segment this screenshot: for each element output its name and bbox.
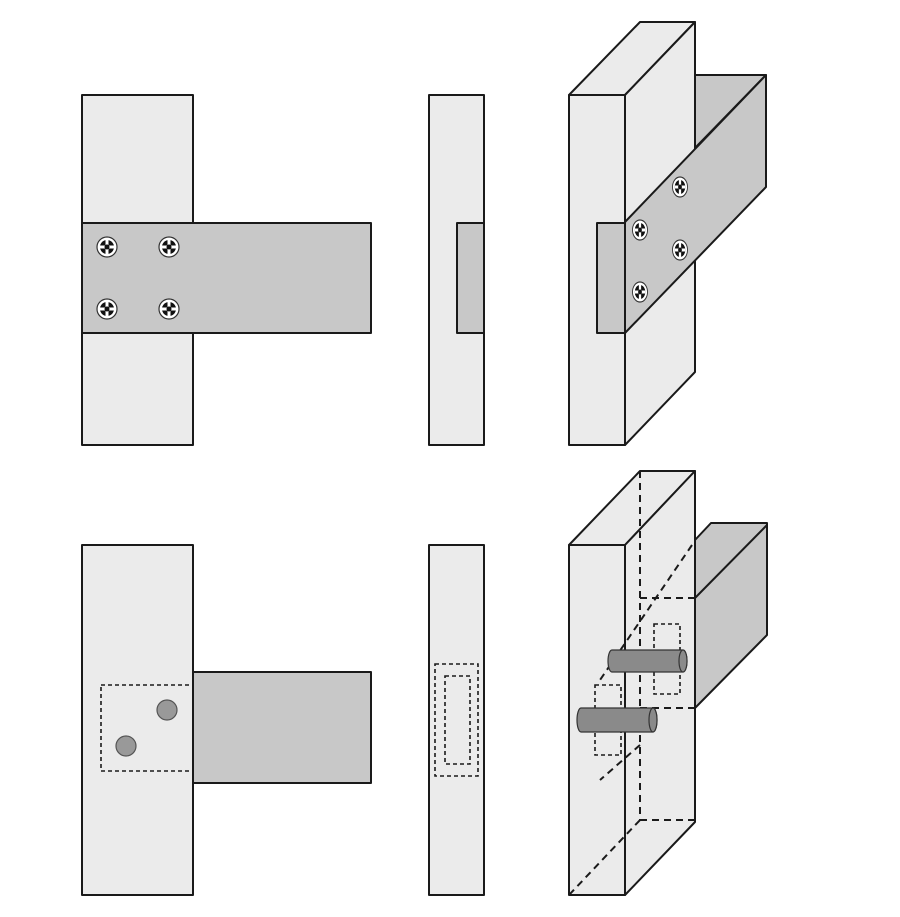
screw-icon — [96, 236, 118, 258]
hidden-tenon-outline — [444, 675, 471, 765]
rail-end — [596, 222, 626, 334]
screwed-joint-isometric-view — [568, 21, 767, 446]
post-side — [624, 470, 696, 896]
rail-end — [456, 222, 485, 334]
post — [428, 544, 485, 896]
dowel-joint-side-view — [428, 544, 485, 896]
dowel-icon — [607, 649, 688, 673]
rail — [81, 222, 372, 334]
screw-icon — [96, 298, 118, 320]
screw-icon — [631, 219, 649, 241]
dowel-icon — [115, 735, 137, 757]
screw-icon — [158, 236, 180, 258]
rail — [694, 522, 768, 709]
dowel-icon — [156, 699, 178, 721]
screwed-joint-side-view — [428, 94, 485, 446]
dowel-joint-front-view — [81, 544, 372, 896]
hidden-tenon-outline — [100, 684, 194, 772]
post — [81, 544, 194, 896]
screw-icon — [158, 298, 180, 320]
hidden-mortise-outline — [434, 663, 479, 777]
screwed-joint-front-view — [81, 94, 372, 446]
dowel-icon — [576, 707, 658, 733]
screw-icon — [631, 281, 649, 303]
dowel-joint-isometric-view — [568, 470, 768, 896]
screw-icon — [671, 239, 689, 261]
rail — [192, 671, 372, 784]
screw-icon — [671, 176, 689, 198]
